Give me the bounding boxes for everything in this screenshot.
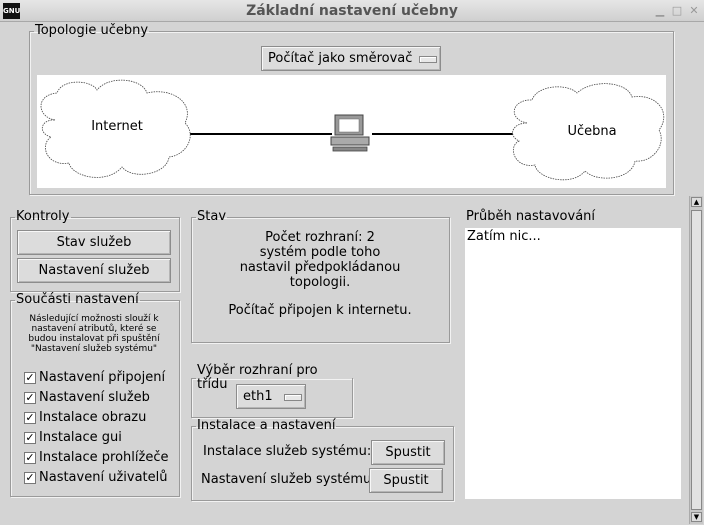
checkbox-label: Instalace obrazu [39,410,147,425]
app-icon[interactable]: GNU [3,3,20,19]
checkbox[interactable]: ✓ [24,371,36,384]
install-group: Instalace a nastavení [191,419,454,501]
close-icon[interactable]: ✕ [689,4,699,17]
controls-legend: Kontroly [16,209,70,224]
controls-group: Kontroly [10,210,180,292]
checkbox-label: Instalace gui [39,430,122,445]
maximize-icon[interactable]: □ [671,4,683,17]
status-line: topologii. [289,275,351,290]
status-line: systém podle toho [259,245,381,260]
status-group: Stav [191,210,450,343]
interface-legend: Výběr rozhraní pro třídu [197,363,318,392]
window-title: Základní nastavení učebny [246,3,458,19]
checkbox-label: Nastavení služeb [39,390,150,405]
topology-mode-value: Počítač jako směrovač [268,51,413,66]
checkbox[interactable]: ✓ [24,451,36,464]
scroll-down-icon[interactable]: ▼ [691,512,702,522]
topology-diagram: Internet Učebna [37,75,666,188]
components-description: Následující možnosti slouží k nastavení … [28,314,160,354]
components-legend: Součásti nastavení [16,292,139,307]
interface-dropdown[interactable]: eth1 [236,384,306,409]
scroll-up-icon[interactable]: ▲ [691,197,702,207]
configure-services-label: Nastavení služeb systému: [201,472,376,487]
classroom-label: Učebna [567,124,617,139]
chevron-down-icon [284,394,302,401]
progress-title: Průběh nastavování [466,209,596,224]
service-settings-button[interactable]: Nastavení služeb [17,258,171,283]
scrollbar[interactable]: ▲ ▼ [689,196,703,524]
topology-group: Topologie učebny [29,24,674,195]
progress-log-text: Zatím nic... [467,229,541,244]
cloud-icon [512,83,665,181]
service-status-button[interactable]: Stav služeb [17,230,171,255]
topology-mode-dropdown[interactable]: Počítač jako směrovač [261,46,441,71]
checkbox-label: Nastavení připojení [39,370,166,385]
checkbox[interactable]: ✓ [24,411,36,424]
scrollbar-thumb[interactable] [691,210,702,510]
cloud-icon [40,79,191,178]
status-line: nastavil předpokládanou [239,260,401,275]
internet-label: Internet [91,119,143,134]
status-legend: Stav [197,209,227,224]
install-services-label: Instalace služeb systému: [203,444,372,459]
install-legend: Instalace a nastavení [197,418,336,433]
run-config-button[interactable]: Spustit [369,468,443,493]
checkbox-label: Instalace prohlížeče [39,450,169,465]
checkbox[interactable]: ✓ [24,391,36,404]
title-bar[interactable] [0,0,704,22]
status-summary: Počet rozhraní: 2 systém podle toho nast… [195,230,445,290]
topology-legend: Topologie učebny [35,23,149,38]
progress-log[interactable]: Zatím nic... [465,228,681,499]
checkbox-label: Nastavení uživatelů [39,470,168,485]
minimize-icon[interactable]: ▁ [655,4,665,17]
checkbox[interactable]: ✓ [24,471,36,484]
components-group: Součásti nastavení [10,293,180,497]
status-connection: Počítač připojen k internetu. [228,303,412,318]
checkbox[interactable]: ✓ [24,431,36,444]
status-line: Počet rozhraní: 2 [265,230,375,245]
interface-group: Výběr rozhraní pro třídu [191,364,353,418]
interface-value: eth1 [243,389,273,404]
run-install-button[interactable]: Spustit [371,440,445,465]
computer-icon [330,114,370,152]
chevron-down-icon [419,56,437,63]
